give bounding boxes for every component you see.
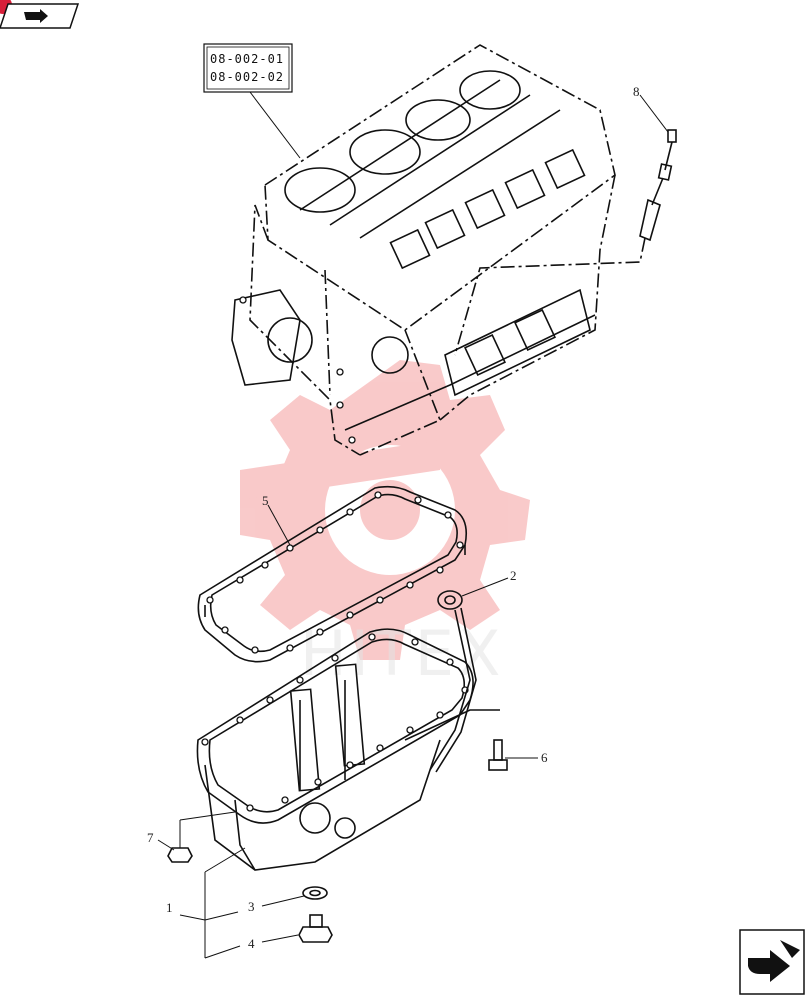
oil-pan	[196, 628, 474, 871]
callout-7: 7	[147, 830, 154, 845]
cylinder-bore	[284, 70, 521, 213]
side-ports	[389, 148, 586, 270]
washer	[261, 886, 328, 907]
callout-4: 4	[248, 936, 255, 951]
callout-6: 6	[541, 750, 548, 765]
watermark: HITEX	[240, 360, 530, 690]
watermark-text: HITEX	[300, 617, 504, 690]
callout-2: 2	[510, 568, 517, 583]
reference-line-2: 08-002-02	[210, 70, 284, 84]
next-page-button[interactable]	[739, 929, 805, 995]
oil-pan-gasket	[197, 485, 468, 663]
callout-8: 8	[633, 84, 640, 99]
reference-line-1: 08-002-01	[210, 52, 284, 66]
bolt	[488, 739, 538, 771]
pan-holes	[201, 633, 469, 812]
drain-plug	[261, 914, 333, 943]
arrow-back-icon	[24, 9, 48, 23]
callout-5: 5	[262, 493, 269, 508]
arrow-forward-icon	[748, 950, 790, 982]
callout-1: 1	[166, 900, 173, 915]
engine-block	[231, 44, 616, 456]
reference-box: 08-002-01 08-002-02	[203, 43, 301, 159]
callout-3: 3	[248, 899, 255, 914]
callout-bracket	[179, 847, 246, 959]
dipstick	[454, 94, 677, 356]
callout-labels: 1 2 3 4 5 6 7 8	[147, 84, 640, 951]
plug	[157, 811, 236, 863]
dipstick-tube	[404, 577, 509, 773]
prev-page-button[interactable]	[0, 0, 80, 29]
